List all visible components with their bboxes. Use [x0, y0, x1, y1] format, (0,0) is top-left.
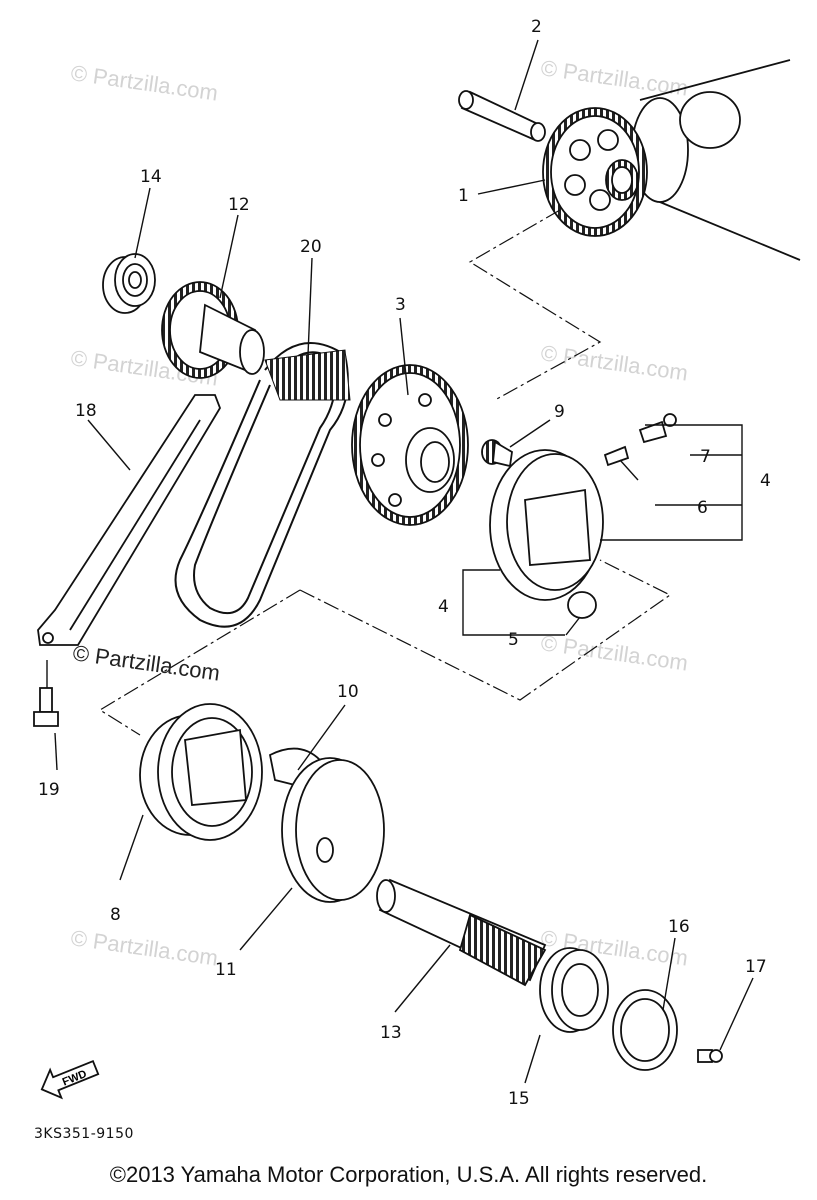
part-bearing-15 — [539, 947, 609, 1033]
watermark: © Partzilla.com — [71, 640, 221, 685]
callout-11: 11 — [215, 960, 237, 980]
forward-arrow-icon: FWD — [40, 1059, 100, 1100]
callout-17: 17 — [745, 957, 767, 977]
part-code: 3KS351-9150 — [34, 1126, 134, 1142]
part-clutch-housing — [489, 449, 604, 601]
watermark: © Partzilla.com — [69, 925, 219, 970]
part-small-gear — [481, 439, 513, 468]
callout-16: 16 — [668, 917, 690, 937]
part-bolt-19 — [33, 687, 59, 727]
callout-15: 15 — [508, 1089, 530, 1109]
part-pin — [458, 90, 546, 142]
part-plunger — [638, 413, 677, 444]
callout-8: 8 — [110, 905, 121, 925]
part-screw-17 — [697, 1049, 723, 1063]
callouts: 2 1 14 12 20 3 18 9 7 4 6 4 5 10 19 8 11… — [38, 17, 771, 1109]
callout-20: 20 — [300, 237, 322, 257]
part-retainer — [612, 989, 678, 1071]
callout-9: 9 — [554, 402, 565, 422]
callout-7: 7 — [700, 447, 711, 467]
part-spring — [603, 445, 630, 467]
callout-6: 6 — [697, 498, 708, 518]
callout-5: 5 — [508, 630, 519, 650]
part-idler-gear — [161, 281, 265, 379]
part-chain — [174, 342, 351, 628]
watermark: © Partzilla.com — [539, 630, 689, 675]
watermark: © Partzilla.com — [69, 60, 219, 105]
part-starter-clutch — [139, 703, 263, 841]
watermark: © Partzilla.com — [539, 55, 689, 100]
leader-lines — [46, 39, 754, 1084]
copyright-notice: ©2013 Yamaha Motor Corporation, U.S.A. A… — [109, 1162, 708, 1187]
part-clutch-plate — [281, 757, 385, 903]
part-large-gear — [351, 364, 469, 526]
callout-4b: 4 — [438, 597, 449, 617]
part-chain-guide — [37, 394, 221, 646]
callout-13: 13 — [380, 1023, 402, 1043]
callout-2: 2 — [531, 17, 542, 37]
callout-1: 1 — [458, 186, 469, 206]
callout-3: 3 — [395, 295, 406, 315]
part-output-shaft — [376, 878, 547, 987]
callout-18: 18 — [75, 401, 97, 421]
callout-19: 19 — [38, 780, 60, 800]
part-roller — [567, 591, 597, 619]
part-starter-gear — [542, 107, 648, 237]
callout-10: 10 — [337, 682, 359, 702]
fwd-label: FWD — [61, 1068, 89, 1089]
assembly-lines — [98, 209, 672, 736]
callout-14: 14 — [140, 167, 162, 187]
part-bearing-14 — [102, 253, 156, 314]
callout-12: 12 — [228, 195, 250, 215]
callout-4a: 4 — [760, 471, 771, 491]
